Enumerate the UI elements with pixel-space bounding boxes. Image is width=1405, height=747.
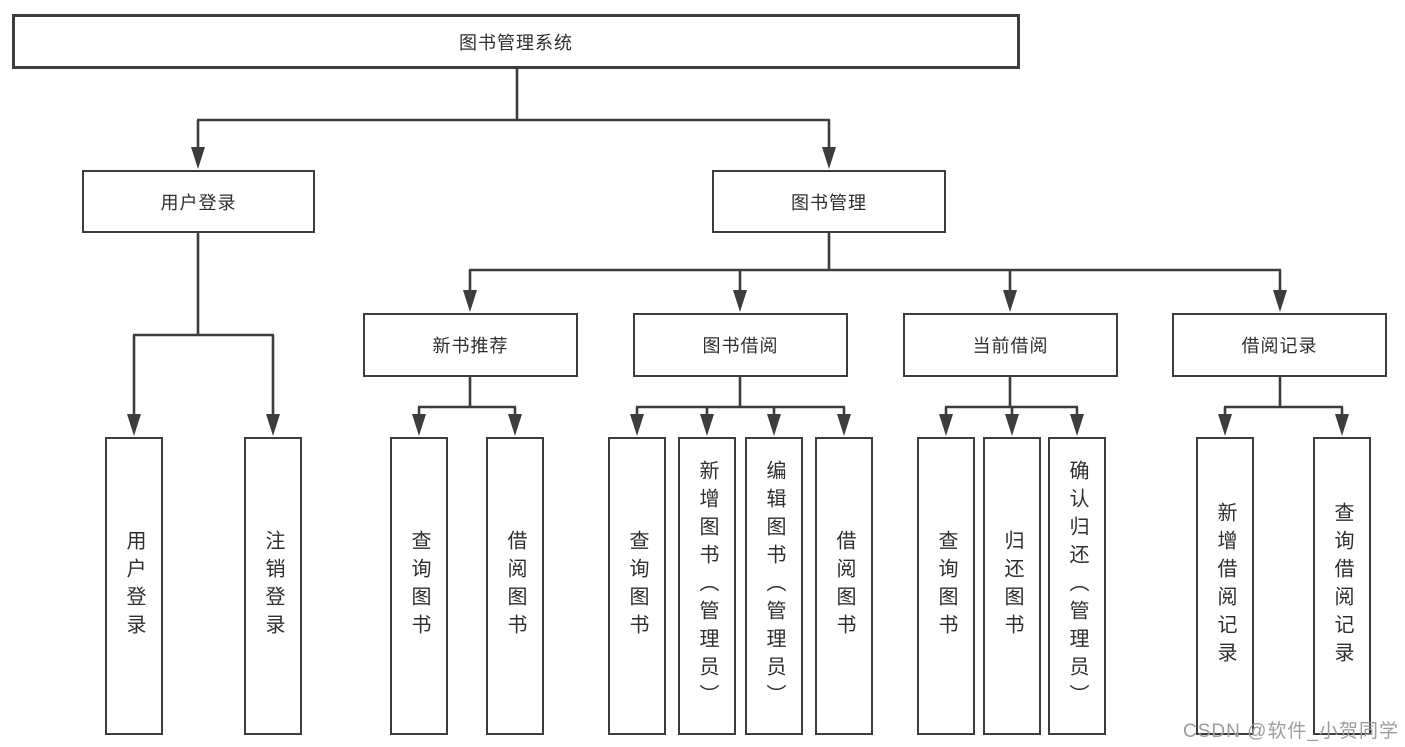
- leaf-add-borrow-record-label: 新增借阅记录: [1214, 502, 1236, 670]
- leaf-add-book-admin-label: 新增图书（管理员）: [696, 460, 718, 712]
- leaf-borrow-query-book: 查询图书: [608, 437, 666, 735]
- leaf-borrow-book-label: 借阅图书: [833, 530, 855, 642]
- node-current-borrow: 当前借阅: [903, 313, 1118, 377]
- leaf-query-borrow-record: 查询借阅记录: [1313, 437, 1371, 735]
- leaf-add-borrow-record: 新增借阅记录: [1196, 437, 1254, 735]
- node-book-borrow-label: 图书借阅: [702, 336, 779, 356]
- leaf-logout: 注销登录: [244, 437, 302, 735]
- leaf-current-query-book-label: 查询图书: [935, 530, 957, 642]
- node-current-borrow-label: 当前借阅: [972, 336, 1049, 356]
- node-book-borrow: 图书借阅: [633, 313, 848, 377]
- leaf-user-login-label: 用户登录: [123, 530, 145, 642]
- leaf-rec-borrow-book: 借阅图书: [486, 437, 544, 735]
- leaf-borrow-query-book-label: 查询图书: [626, 530, 648, 642]
- node-new-book-recommend-label: 新书推荐: [432, 336, 509, 356]
- leaf-rec-borrow-book-label: 借阅图书: [504, 530, 526, 642]
- leaf-return-book-label: 归还图书: [1001, 530, 1023, 642]
- node-borrow-record-label: 借阅记录: [1241, 336, 1318, 356]
- node-new-book-recommend: 新书推荐: [363, 313, 578, 377]
- node-book-management-label: 图书管理: [791, 192, 867, 213]
- node-book-management: 图书管理: [712, 170, 946, 233]
- leaf-logout-label: 注销登录: [262, 530, 284, 642]
- leaf-current-query-book: 查询图书: [917, 437, 975, 735]
- leaf-add-book-admin: 新增图书（管理员）: [678, 437, 736, 735]
- leaf-user-login: 用户登录: [105, 437, 163, 735]
- leaf-edit-book-admin-label: 编辑图书（管理员）: [763, 460, 785, 712]
- leaf-confirm-return-admin-label: 确认归还（管理员）: [1066, 460, 1088, 712]
- leaf-query-borrow-record-label: 查询借阅记录: [1331, 502, 1353, 670]
- node-root: 图书管理系统: [12, 14, 1020, 69]
- node-user-login: 用户登录: [82, 170, 315, 233]
- leaf-confirm-return-admin: 确认归还（管理员）: [1048, 437, 1106, 735]
- node-root-label: 图书管理系统: [459, 32, 573, 53]
- leaf-rec-query-book-label: 查询图书: [408, 530, 430, 642]
- leaf-rec-query-book: 查询图书: [390, 437, 448, 735]
- leaf-edit-book-admin: 编辑图书（管理员）: [745, 437, 803, 735]
- leaf-return-book: 归还图书: [983, 437, 1041, 735]
- watermark: CSDN @软件_小贺同学: [1183, 721, 1399, 742]
- node-user-login-label: 用户登录: [160, 192, 237, 213]
- node-borrow-record: 借阅记录: [1172, 313, 1387, 377]
- leaf-borrow-book: 借阅图书: [815, 437, 873, 735]
